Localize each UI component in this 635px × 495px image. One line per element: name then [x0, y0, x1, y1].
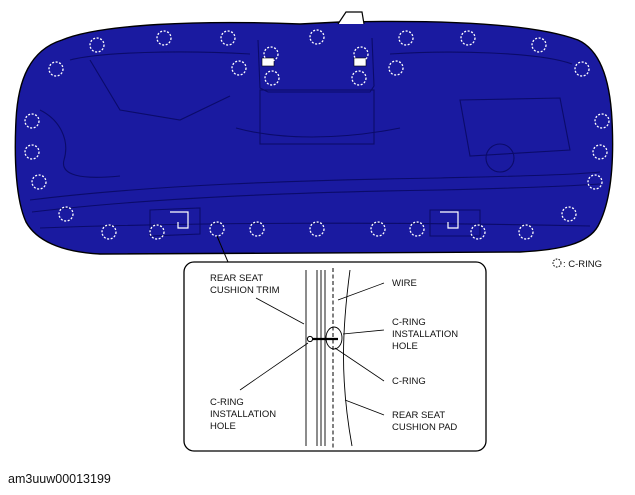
c-ring-marker — [398, 30, 414, 46]
c-ring-marker — [309, 29, 325, 45]
detail-box: REAR SEAT CUSHION TRIM WIRE C-RING INSTA… — [183, 261, 487, 452]
c-ring-marker — [156, 30, 172, 46]
c-ring-marker — [231, 60, 247, 76]
c-ring-marker — [58, 206, 74, 222]
label-c-ring-installation-hole-left: C-RING INSTALLATION HOLE — [210, 397, 279, 432]
c-ring-marker — [574, 61, 590, 77]
label-rear-seat-cushion-pad: REAR SEAT CUSHION PAD — [392, 410, 457, 433]
c-ring-marker — [370, 221, 386, 237]
legend: : C-RING — [552, 258, 602, 270]
c-ring-marker — [409, 221, 425, 237]
c-ring-marker — [592, 144, 608, 160]
c-ring-marker — [220, 30, 236, 46]
c-ring-marker — [309, 221, 325, 237]
c-ring-marker — [264, 70, 280, 86]
c-ring-markers — [24, 29, 610, 240]
cushion-pad-edge — [343, 269, 353, 447]
c-ring-marker — [587, 174, 603, 190]
panel-outline — [14, 20, 614, 255]
c-ring-marker — [518, 224, 534, 240]
c-ring-marker — [353, 46, 369, 62]
c-ring-marker — [263, 46, 279, 62]
c-ring-marker — [470, 224, 486, 240]
panel-slot — [353, 57, 367, 67]
c-ring-marker — [594, 113, 610, 129]
c-ring-marker — [48, 61, 64, 77]
top-bracket — [337, 11, 365, 25]
c-ring-marker — [24, 113, 40, 129]
c-ring-marker — [460, 30, 476, 46]
c-ring-marker — [531, 37, 547, 53]
c-ring-symbol — [552, 258, 562, 268]
hooks — [170, 211, 459, 229]
callout-leader — [216, 235, 229, 263]
c-ring-marker — [388, 60, 404, 76]
c-ring-marker — [24, 144, 40, 160]
seat-cushion-panel — [14, 11, 614, 255]
c-ring-marker — [31, 174, 47, 190]
c-ring-marker — [249, 221, 265, 237]
label-c-ring-installation-hole-right: C-RING INSTALLATION HOLE — [392, 317, 461, 352]
figure-id: am3uuw00013199 — [8, 472, 111, 486]
c-ring-hole-highlight — [325, 326, 343, 350]
c-ring-marker — [561, 206, 577, 222]
label-rear-seat-cushion-trim: REAR SEAT CUSHION TRIM — [210, 273, 280, 296]
c-ring-marker — [149, 224, 165, 240]
label-wire: WIRE — [392, 278, 417, 289]
panel-inner-features — [29, 37, 601, 237]
label-c-ring: C-RING — [392, 376, 426, 387]
c-ring-marker — [351, 70, 367, 86]
panel-slot — [261, 57, 275, 67]
legend-label: : C-RING — [563, 259, 602, 270]
c-ring-marker — [101, 224, 117, 240]
c-ring-marker — [89, 37, 105, 53]
